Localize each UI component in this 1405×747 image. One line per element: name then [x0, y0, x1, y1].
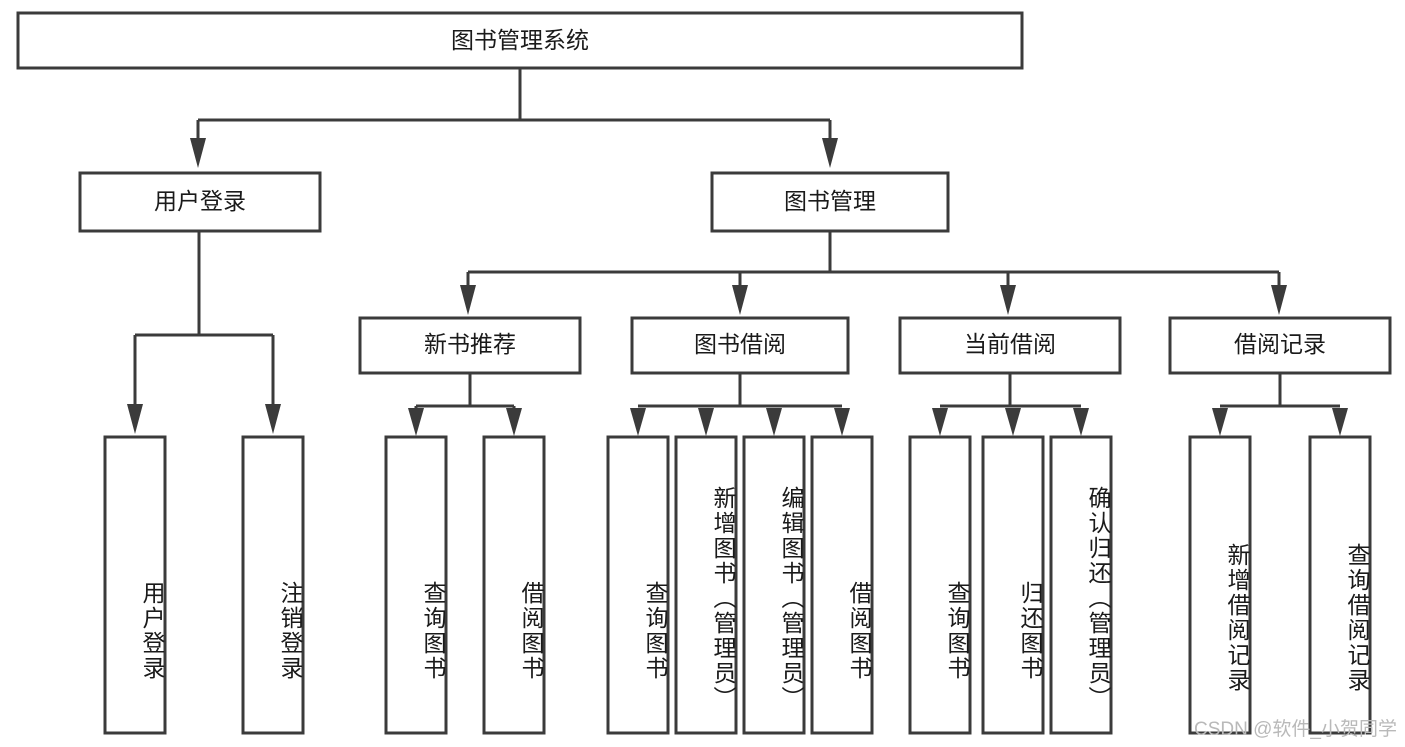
node-book-manage-box[interactable] [710, 171, 950, 233]
node-book-manage-label: 图书管理 [784, 188, 876, 214]
arrow-new-book-rec [460, 285, 476, 315]
edges-group [127, 68, 1348, 436]
leaf-add-book-box[interactable] [674, 435, 738, 735]
node-book-borrow-label: 图书借阅 [694, 331, 786, 357]
arrow-leaf-user-login [127, 404, 143, 434]
arrow-borrow-record [1271, 285, 1287, 315]
watermark-text: CSDN @软件_小贺同学 [1194, 719, 1397, 740]
arrow-leaf-query-book-rec [408, 408, 424, 436]
leaf-borrow-book-brw-box[interactable] [810, 435, 874, 735]
leaf-boxes-group [103, 435, 1372, 735]
arrow-leaf-confirm-return [1073, 408, 1089, 436]
arrow-leaf-logout [265, 404, 281, 434]
node-borrow-record-label: 借阅记录 [1234, 331, 1326, 357]
node-book-borrow-box[interactable] [630, 316, 850, 375]
arrow-leaf-return-book [1005, 408, 1021, 436]
arrow-leaf-edit-book [766, 408, 782, 436]
leaf-user-login-box[interactable] [103, 435, 167, 735]
node-new-book-rec-box[interactable] [358, 316, 582, 375]
leaf-confirm-return-box[interactable] [1049, 435, 1113, 735]
arrow-leaf-query-record [1332, 408, 1348, 436]
arrow-leaf-borrow-book-brw [834, 408, 850, 436]
leaf-logout-box[interactable] [241, 435, 305, 735]
leaf-add-record-box[interactable] [1188, 435, 1252, 735]
node-borrow-record-box[interactable] [1168, 316, 1392, 375]
leaf-edit-book-box[interactable] [742, 435, 806, 735]
arrow-current-borrow [1000, 285, 1016, 315]
arrow-leaf-add-book [698, 408, 714, 436]
leaf-query-book-cur-box[interactable] [908, 435, 972, 735]
node-new-book-rec-label: 新书推荐 [424, 331, 516, 357]
leaf-query-book-brw-box[interactable] [606, 435, 670, 735]
leaf-query-record-box[interactable] [1308, 435, 1372, 735]
node-root-label: 图书管理系统 [451, 27, 589, 53]
arrow-leaf-query-book-cur [932, 408, 948, 436]
leaf-return-book-box[interactable] [981, 435, 1045, 735]
node-current-borrow-box[interactable] [898, 316, 1122, 375]
arrow-leaf-borrow-book-rec [506, 408, 522, 436]
arrow-book-borrow [732, 285, 748, 315]
arrow-user-login [190, 138, 206, 168]
node-user-login-label: 用户登录 [154, 188, 246, 214]
arrow-book-manage [822, 138, 838, 168]
node-current-borrow-label: 当前借阅 [964, 331, 1056, 357]
arrow-leaf-query-book-brw [630, 408, 646, 436]
leaf-borrow-book-rec-box[interactable] [482, 435, 546, 735]
node-root-box[interactable] [16, 11, 1024, 70]
arrow-leaf-add-record [1212, 408, 1228, 436]
nodes-group: 图书管理系统 用户登录 图书管理 新书推荐 图书借阅 当前借阅 借阅记录 [16, 11, 1392, 735]
leaf-query-book-rec-box[interactable] [384, 435, 448, 735]
node-user-login-box[interactable] [78, 171, 322, 233]
